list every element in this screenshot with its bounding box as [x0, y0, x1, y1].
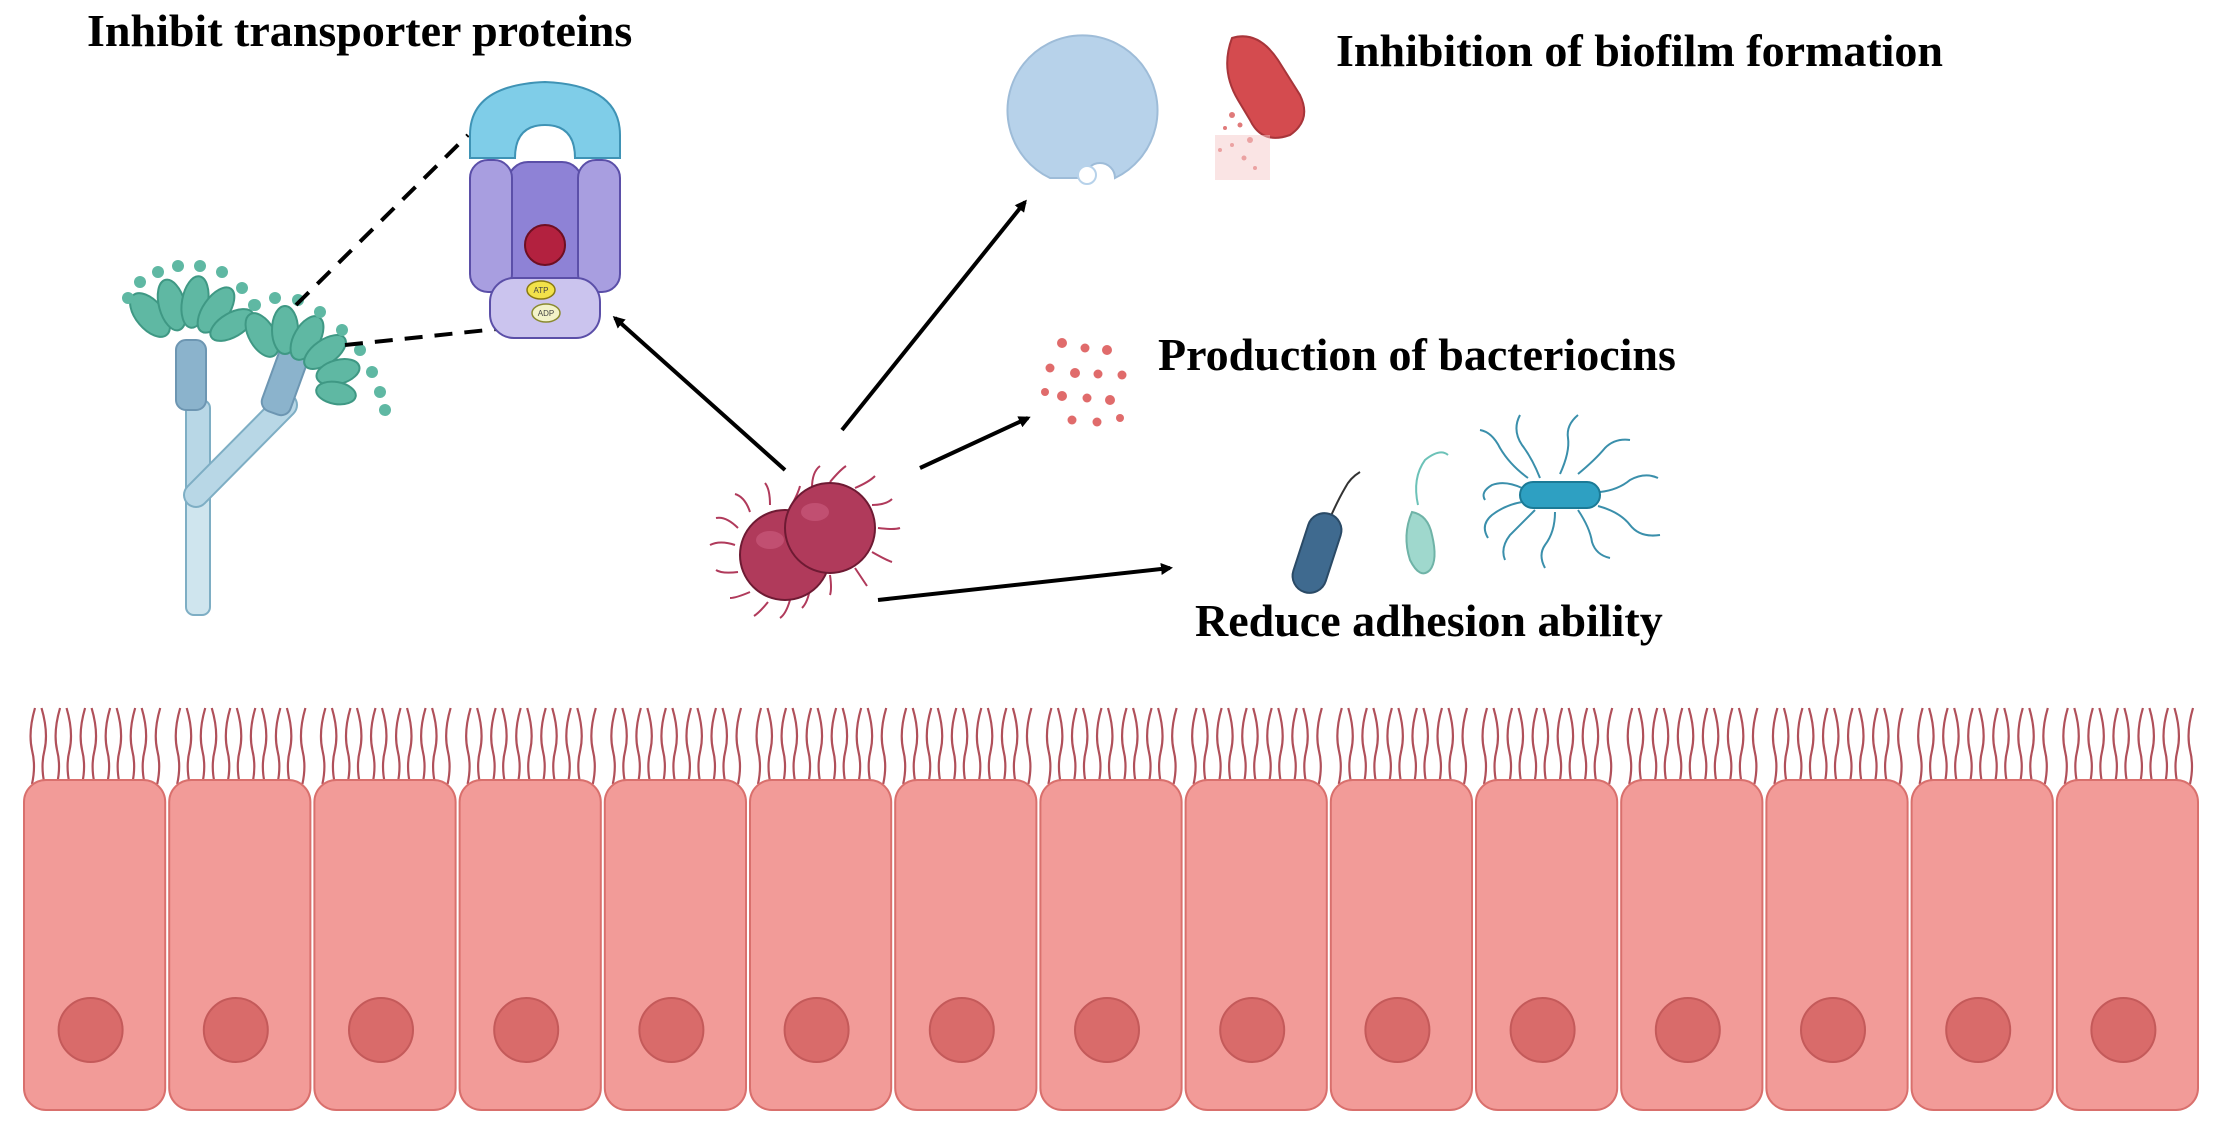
arrow-to-adhesion	[877, 563, 1173, 602]
cell-nucleus	[1800, 997, 1866, 1063]
pathogen-flagellated	[1479, 414, 1661, 569]
epithelial-cell	[2055, 707, 2200, 1111]
epithelial-cell-layer	[23, 707, 2200, 1111]
transporter-left-subunit	[469, 159, 513, 293]
arrow-to-biofilm	[840, 199, 1027, 432]
microvilli	[174, 707, 307, 785]
pathogen-bacteria	[1291, 414, 1661, 594]
epithelial-cell	[1329, 707, 1474, 1111]
epithelial-cell	[603, 707, 747, 1111]
microvilli	[2062, 707, 2195, 785]
mechanism-arrows	[612, 199, 1173, 602]
arrow-to-transporter	[612, 316, 787, 472]
label-bacteriocins: Production of bacteriocins	[1158, 329, 1676, 380]
cell-nucleus	[1945, 997, 2012, 1063]
microvilli	[1626, 707, 1759, 785]
epithelial-cell	[458, 707, 602, 1111]
cell-nucleus	[2090, 997, 2157, 1063]
cell-nucleus	[783, 997, 850, 1063]
epithelial-cell	[23, 707, 167, 1111]
transporter-cap	[469, 80, 621, 159]
fungus-vesicle-left	[175, 339, 207, 411]
atp-molecule	[526, 280, 556, 300]
microvilli	[610, 707, 743, 785]
pathogen-curved-teal	[1405, 451, 1449, 575]
microvilli	[755, 707, 888, 785]
fungus-conidia-right	[244, 305, 361, 406]
cell-nucleus	[1509, 997, 1576, 1063]
abc-transporter: ATP ADP	[469, 80, 621, 339]
cell-nucleus	[493, 997, 560, 1063]
transporter-substrate	[524, 224, 566, 266]
epithelial-cell	[1910, 707, 2054, 1111]
transporter-right-subunit	[577, 159, 621, 293]
cell-nucleus	[348, 997, 414, 1063]
cell-nucleus	[1654, 997, 1721, 1063]
microvilli	[465, 707, 597, 785]
biofilm-red-bacterium	[1226, 35, 1306, 139]
microvilli	[1481, 707, 1614, 785]
microvilli	[1771, 707, 1904, 785]
label-biofilm-inhibition: Inhibition of biofilm formation	[1336, 25, 1944, 76]
epithelial-cell	[1765, 707, 1909, 1111]
label-reduce-adhesion: Reduce adhesion ability	[1195, 595, 1663, 646]
biofilm-blue-cell	[1006, 34, 1159, 180]
fungus-conidia-left	[129, 275, 255, 342]
microvilli	[1917, 707, 2049, 785]
label-inhibit-transporter: Inhibit transporter proteins	[87, 5, 633, 56]
cell-nucleus	[1074, 997, 1140, 1063]
flagellated-body	[1519, 481, 1601, 509]
epithelial-cell	[1039, 707, 1183, 1111]
cell-nucleus	[202, 997, 269, 1063]
cell-nucleus	[1219, 997, 1286, 1063]
probiotic-pili	[709, 465, 901, 619]
probiotic-diplococcus	[709, 465, 901, 619]
bacteriocin-particles	[1041, 338, 1127, 427]
fungus-branch	[185, 394, 296, 506]
microvilli	[1191, 707, 1323, 785]
probiotic-cell-right	[784, 482, 876, 574]
epithelial-cell	[1475, 707, 1619, 1111]
epithelial-cell	[1620, 707, 1764, 1111]
microvilli	[1045, 707, 1178, 785]
arrow-to-bacteriocins	[919, 416, 1031, 470]
microvilli	[900, 707, 1033, 785]
cell-nucleus	[1364, 997, 1431, 1063]
epithelial-cell	[749, 707, 893, 1111]
fungus-illustration	[122, 260, 391, 616]
microvilli	[1336, 707, 1469, 785]
zoom-dashed-lines	[294, 133, 517, 347]
microvilli	[319, 707, 452, 785]
atp-label: ATP	[534, 286, 549, 295]
epithelial-cell	[1184, 707, 1328, 1111]
cell-nucleus	[928, 997, 995, 1063]
microvilli	[29, 707, 162, 785]
cell-nucleus	[638, 997, 705, 1063]
cell-nucleus	[57, 997, 124, 1063]
adp-label: ADP	[538, 309, 554, 318]
pathogen-rod-dark	[1291, 471, 1361, 594]
epithelial-cell	[313, 707, 457, 1111]
epithelial-cell	[894, 707, 1038, 1111]
epithelial-cell	[168, 707, 312, 1111]
fungus-spores-right	[249, 292, 391, 416]
biofilm-illustration	[1006, 34, 1306, 185]
fungus-stalk-base	[185, 489, 211, 616]
adp-molecule	[531, 303, 561, 323]
